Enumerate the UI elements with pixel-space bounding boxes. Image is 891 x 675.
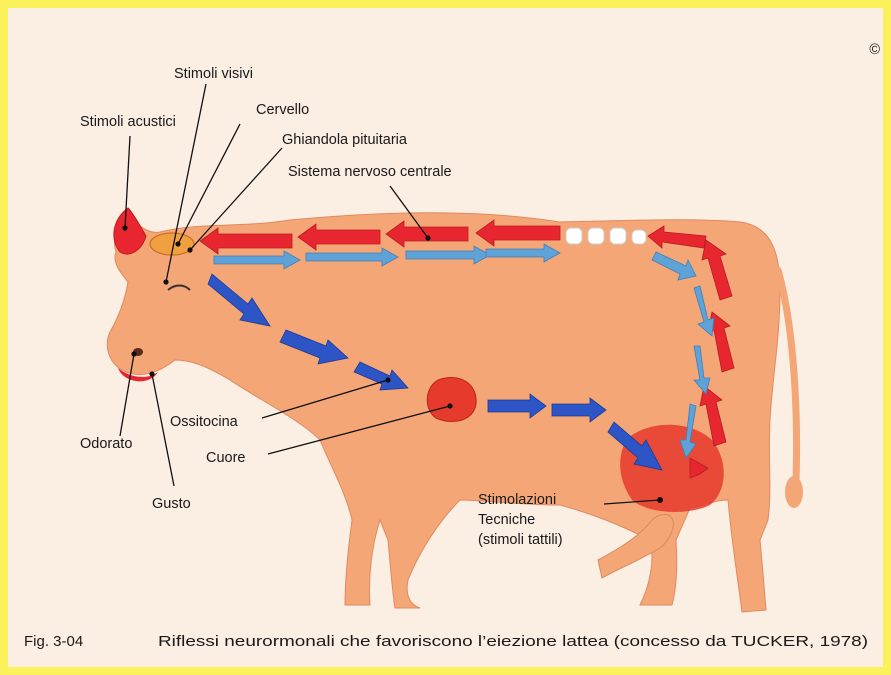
label-ghiandola-pituitaria: Ghiandola pituitaria (282, 132, 408, 148)
caption-text: Riflessi neurormonali che favoriscono l’… (158, 633, 868, 650)
label-stimolazioni-line2: Tecniche (478, 512, 535, 528)
caption-figure-number: Fig. 3-04 (24, 633, 83, 650)
heart-organ (427, 377, 476, 421)
cow-tail (778, 270, 797, 480)
label-stimoli-acustici: Stimoli acustici (80, 114, 176, 130)
label-cuore: Cuore (206, 450, 246, 466)
cow-udder (620, 425, 724, 512)
label-stimolazioni-line1: Stimolazioni (478, 492, 556, 508)
label-stimoli-visivi: Stimoli visivi (174, 66, 253, 82)
label-ossitocina: Ossitocina (170, 414, 239, 430)
copyright-mark: © (869, 42, 880, 58)
label-odorato: Odorato (80, 436, 132, 452)
label-gusto: Gusto (152, 496, 191, 512)
label-stimolazioni-line3: (stimoli tattili) (478, 532, 563, 548)
cow-tail-tuft (785, 476, 803, 508)
label-cervello: Cervello (256, 102, 309, 118)
label-sistema-nervoso-centrale: Sistema nervoso centrale (288, 164, 452, 180)
